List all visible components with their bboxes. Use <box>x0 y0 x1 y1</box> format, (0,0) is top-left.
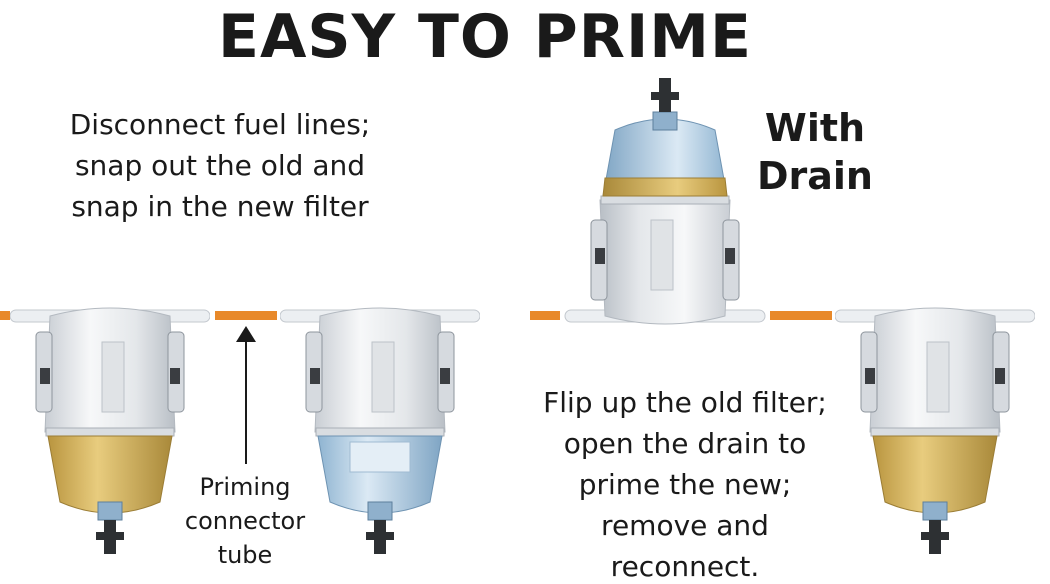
step-one-line: Disconnect fuel lines; <box>69 108 371 141</box>
step-two-line: reconnect. <box>610 550 760 583</box>
fuel-filter-used-icon <box>10 307 210 554</box>
step-one-caption: Disconnect fuel lines; snap out the old … <box>40 104 400 227</box>
priming-connector-label: Priming connector tube <box>175 470 315 572</box>
step-one-line: snap out the old and <box>74 149 366 182</box>
fuel-filter-flipped-icon <box>564 78 766 325</box>
priming-label-line: connector <box>184 507 306 535</box>
page-title: EASY TO PRIME <box>218 2 752 72</box>
connector-segment <box>770 311 832 320</box>
badge-line: With <box>764 106 866 150</box>
connector-segment <box>0 311 10 320</box>
priming-label-line: Priming <box>199 473 291 501</box>
priming-connector-tube <box>215 311 277 320</box>
with-drain-badge: With Drain <box>740 104 890 200</box>
step-one-line: snap in the new filter <box>71 190 369 223</box>
fuel-filter-new-icon <box>280 307 480 554</box>
step-two-line: prime the new; <box>578 468 792 501</box>
badge-line: Drain <box>756 154 873 198</box>
up-arrow-icon <box>236 326 256 464</box>
fuel-filter-used-icon <box>835 307 1035 554</box>
step-two-line: open the drain to <box>563 427 807 460</box>
priming-label-line: tube <box>217 541 273 569</box>
step-two-caption: Flip up the old filter; open the drain t… <box>520 382 850 584</box>
step-two-line: Flip up the old filter; <box>543 386 827 419</box>
step-two-line: remove and <box>601 509 769 542</box>
connector-segment <box>530 311 560 320</box>
